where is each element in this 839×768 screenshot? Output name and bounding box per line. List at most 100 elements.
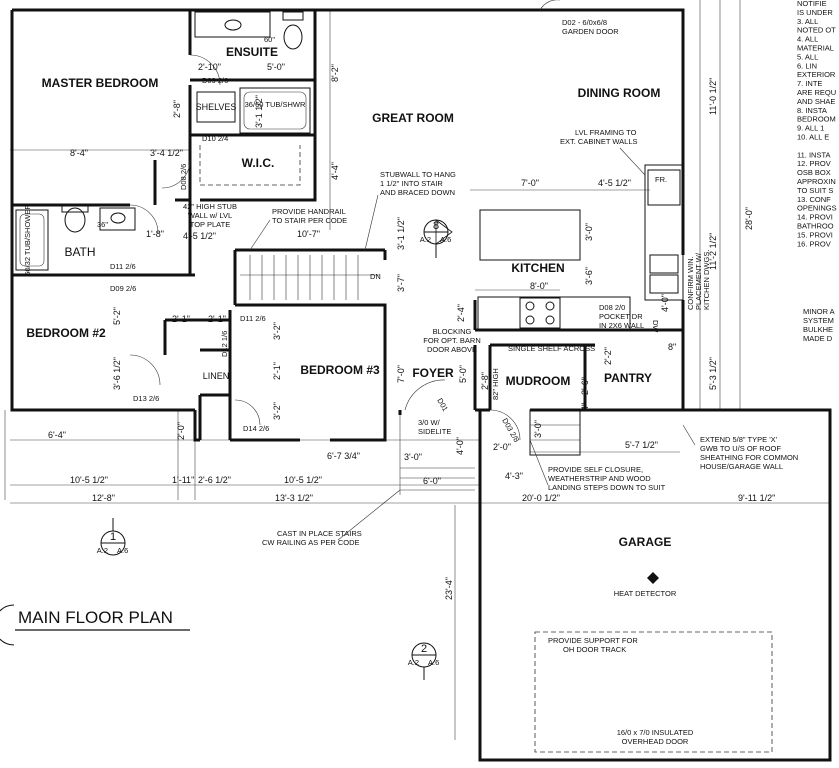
lav-60-label: 60" xyxy=(264,35,275,44)
general-note-line: 16. PROV xyxy=(797,239,831,248)
dim-b-10-5-5b: 10'-5 1/2" xyxy=(284,475,322,485)
plan-title: MAIN FLOOR PLAN xyxy=(18,608,173,627)
sidelite-label-2: SIDELITE xyxy=(418,427,451,436)
room-linen: LINEN xyxy=(203,371,230,381)
note-extend-3: SHEATHING FOR COMMON xyxy=(700,453,798,462)
dim-f-4-3: 4'-3" xyxy=(505,471,523,481)
door-d01: D01 xyxy=(435,397,450,413)
general-note-line: MATERIAL xyxy=(797,44,834,53)
note-stubwall-1: STUBWALL TO HANG xyxy=(380,170,456,179)
general-note-line: 3. ALL xyxy=(797,17,818,26)
note-closure-2: WEATHERSTRIP AND WOOD xyxy=(548,474,651,483)
note-handrail-1: PROVIDE HANDRAIL xyxy=(272,207,346,216)
dim-f-2-8: 2'-8" xyxy=(480,372,490,390)
heat-detector-icon xyxy=(647,572,659,584)
dim-m-8-4: 8'-4" xyxy=(70,148,88,158)
room-ensuite: ENSUITE xyxy=(226,45,278,59)
general-note-line: 8. INSTA xyxy=(797,106,827,115)
section-1-sheet: A.2 xyxy=(97,546,108,555)
dim-g-23-4: 23'-4" xyxy=(444,577,454,600)
note-stub-high-3: TOP PLATE xyxy=(190,220,230,229)
annotation-notes: LVL FRAMING TO EXT. CABINET WALLS STUBWA… xyxy=(183,128,835,746)
general-note-line: AND SHAE xyxy=(797,97,835,106)
bath-tub-label: 60/32 TUB/SHOWER xyxy=(23,204,32,276)
dim-b2-3-2b: 3'-2" xyxy=(272,402,282,420)
general-note-line: NOTED OT xyxy=(797,26,836,35)
general-note-line: OSB BOX xyxy=(797,168,831,177)
garage-steps xyxy=(529,409,581,456)
dim-right-11-0-5: 11'-0 1/2" xyxy=(708,78,718,115)
note-ohdoor-1: 16/0 x 7/0 INSULATED xyxy=(617,728,694,737)
section-8-number: 8 xyxy=(433,220,439,232)
section-8-detail: A.6 xyxy=(440,235,451,244)
section-marker-2: 2 A.2 A.6 xyxy=(408,642,439,680)
dim-b-10-5-5a: 10'-5 1/2" xyxy=(70,475,108,485)
door-d13: D13 2/6 xyxy=(133,394,159,403)
note-blocking-1: BLOCKING xyxy=(433,327,472,336)
note-82-high: 82" HIGH xyxy=(491,368,500,400)
note-confirm-1: CONFIRM WIN. xyxy=(686,256,695,310)
door-d11-bath: D11 2/6 xyxy=(110,262,136,271)
note-minor-1: MINOR A xyxy=(803,307,835,316)
dim-f-6-0: 6'-0" xyxy=(423,476,441,486)
dim-p-2-6: 2'-6" xyxy=(580,377,590,395)
fridge-label: FR. xyxy=(655,175,667,184)
section-2-number: 2 xyxy=(421,643,427,655)
note-stub-high-1: 42" HIGH STUB xyxy=(183,202,237,211)
room-foyer: FOYER xyxy=(412,366,454,380)
general-note-line: ARE REQU xyxy=(797,88,836,97)
lav-36-label: 36" xyxy=(97,220,108,229)
general-note-line: 9. ALL 1 xyxy=(797,124,824,133)
section-2-detail: A.6 xyxy=(428,658,439,667)
plan-title-block: MAIN FLOOR PLAN xyxy=(0,604,190,646)
dim-b2-2-0: 2'-0" xyxy=(176,422,186,440)
note-extend-1: EXTEND 5/8" TYPE 'X' xyxy=(700,435,778,444)
door-d12: D12 1/6 xyxy=(220,331,229,357)
sidelite-label-1: 3/0 W/ xyxy=(418,418,441,427)
door-d08-pocket-2: POCKET DR xyxy=(599,312,643,321)
room-master-bedroom: MASTER BEDROOM xyxy=(42,76,159,90)
door-d11-bed3: D11 2/6 xyxy=(240,314,266,323)
dim-b-2-6-5: 2'-6 1/2" xyxy=(198,475,231,485)
dim-ens-3-1-5: 3'-1 1/2" xyxy=(254,95,264,128)
dim-top-4-4: 4'-4" xyxy=(330,162,340,180)
note-minor-4: MADE D xyxy=(803,334,833,343)
fixture-labels: 36/60 TUB/SHWR 60/32 TUB/SHOWER 60" 36" … xyxy=(23,35,677,598)
dim-b2-2-1c: 2'-1" xyxy=(272,362,282,380)
general-note-line: NOTIFIE xyxy=(797,0,827,8)
dim-b2-5-2: 5'-2" xyxy=(112,307,122,325)
general-note-line: 7. INTE xyxy=(797,79,822,88)
door-d02-label: GARDEN DOOR xyxy=(562,27,619,36)
dim-k-8-0: 8'-0" xyxy=(530,281,548,291)
heat-detector-label: HEAT DETECTOR xyxy=(614,589,677,598)
general-note-line: BATHROO xyxy=(797,222,834,231)
general-note-line: 4. ALL xyxy=(797,35,818,44)
room-garage: GARAGE xyxy=(619,535,672,549)
dim-k-3-6: 3'-6" xyxy=(584,267,594,285)
dishwasher-label: DW xyxy=(651,320,660,333)
dim-f-4-0: 4'-0" xyxy=(455,437,465,455)
dim-g-20-0-5: 20'-0 1/2" xyxy=(522,493,560,503)
note-confirm-3: KITCHEN DWGS. xyxy=(702,250,711,310)
dim-b2-2-1b: 2'-1" xyxy=(208,314,226,324)
room-bath: BATH xyxy=(64,245,95,259)
dim-f-5-0: 5'-0" xyxy=(458,365,468,383)
door-d08-pocket-3: IN 2X6 WALL xyxy=(599,321,644,330)
door-d10: D10 2/4 xyxy=(202,134,228,143)
room-bedroom-2: BEDROOM #2 xyxy=(26,326,106,340)
note-stubwall-2: 1 1/2" INTO STAIR xyxy=(380,179,443,188)
general-note-line: 15. PROVI xyxy=(797,230,833,239)
note-minor-3: BULKHE xyxy=(803,325,833,334)
note-stub-high-2: WALL w/ LVL xyxy=(188,211,232,220)
note-single-shelf: SINGLE SHELF ACROSS xyxy=(508,344,595,353)
note-minor-2: SYSTEM xyxy=(803,316,834,325)
dim-f-3-0b: 3'-0" xyxy=(533,420,543,438)
general-note-line: TO SUIT S xyxy=(797,186,833,195)
section-marker-1: 1 A.2 A.6 xyxy=(97,518,128,556)
dim-b2-3-2a: 3'-2" xyxy=(272,322,282,340)
dim-b-1-11: 1'-11" xyxy=(172,475,194,485)
general-note-line: 12. PROV xyxy=(797,159,831,168)
general-note-line: 5. ALL xyxy=(797,52,818,61)
door-d14: D14 2/6 xyxy=(243,424,269,433)
